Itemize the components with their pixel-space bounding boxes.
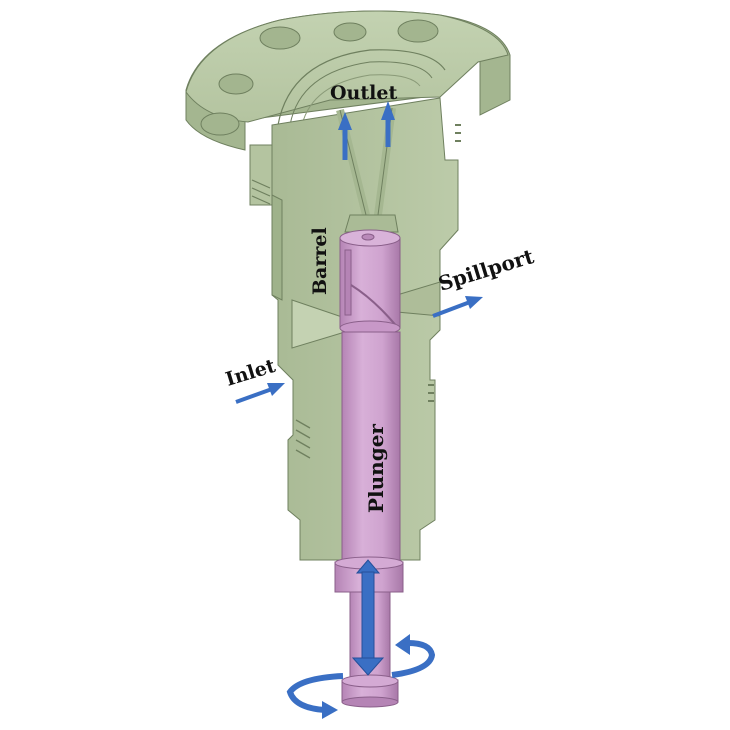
thread-right-upper [455, 124, 461, 142]
label-plunger: Plunger [364, 424, 388, 513]
bolt-holes [200, 19, 439, 136]
outlet-arrow-left [338, 112, 352, 160]
plunger-stroke-arrow[interactable] [351, 559, 385, 676]
inlet-arrow [235, 383, 285, 404]
outlet-arrow-right [381, 101, 395, 147]
plunger-rotation-arrow[interactable] [286, 634, 436, 719]
label-outlet: Outlet [330, 82, 397, 104]
spillport-arrow [432, 296, 483, 318]
thread-right-lower [428, 384, 434, 402]
label-barrel: Barrel [309, 227, 331, 295]
barrel-flange [185, 10, 511, 206]
label-spillport: Spillport [435, 244, 537, 296]
thread-left-lower [295, 419, 311, 459]
